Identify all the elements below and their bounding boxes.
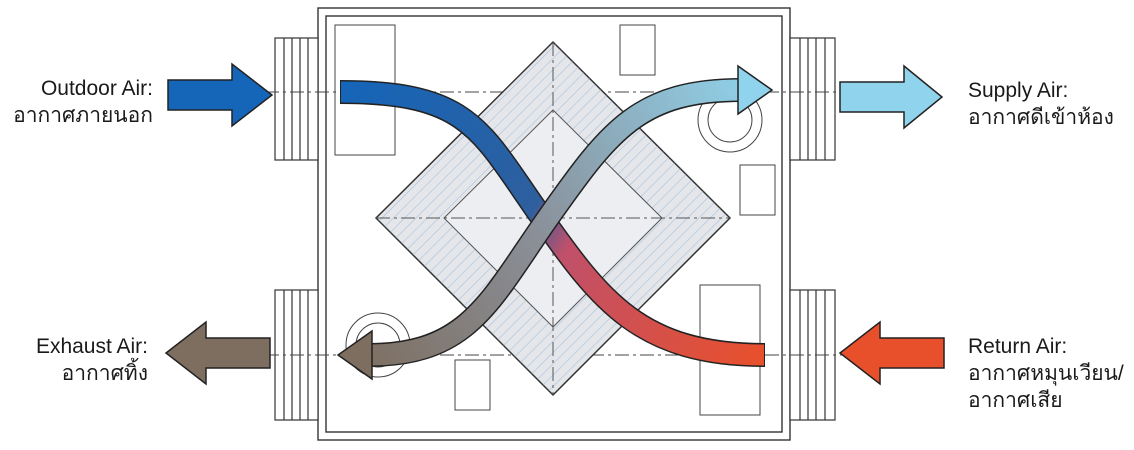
- return-air-arrow-icon: [838, 320, 945, 386]
- supply-air-en: Supply Air:: [968, 79, 1069, 102]
- exhaust-air-en: Exhaust Air:: [35, 335, 148, 358]
- outdoor-air-en: Outdoor Air:: [40, 77, 153, 100]
- return-air-th2: อากาศเสีย: [968, 389, 1063, 412]
- supply-air-th: อากาศดีเข้าห้อง: [968, 106, 1114, 129]
- return-air-label: Return Air: อากาศหมุนเวียน/ อากาศเสีย: [968, 333, 1124, 414]
- exhaust-air-th: อากาศทิ้ง: [61, 362, 148, 385]
- outdoor-air-th: อากาศภายนอก: [13, 104, 153, 127]
- exhaust-air-arrow-icon: [164, 320, 271, 386]
- duct-collar-supply: [789, 37, 836, 161]
- unit-casing: [317, 7, 791, 441]
- supply-flow-arrowhead: [737, 64, 774, 116]
- supply-air-arrow-icon: [839, 64, 944, 130]
- outdoor-air-arrow-icon: [167, 62, 274, 128]
- exhaust-flow-arrowhead: [336, 329, 373, 381]
- return-air-en: Return Air:: [968, 335, 1068, 358]
- supply-air-label: Supply Air: อากาศดีเข้าห้อง: [968, 77, 1114, 131]
- outdoor-air-label: Outdoor Air: อากาศภายนอก: [13, 75, 153, 129]
- return-air-th: อากาศหมุนเวียน/: [968, 362, 1124, 385]
- duct-collar-outdoor: [274, 37, 319, 161]
- exhaust-air-label: Exhaust Air: อากาศทิ้ง: [36, 333, 148, 387]
